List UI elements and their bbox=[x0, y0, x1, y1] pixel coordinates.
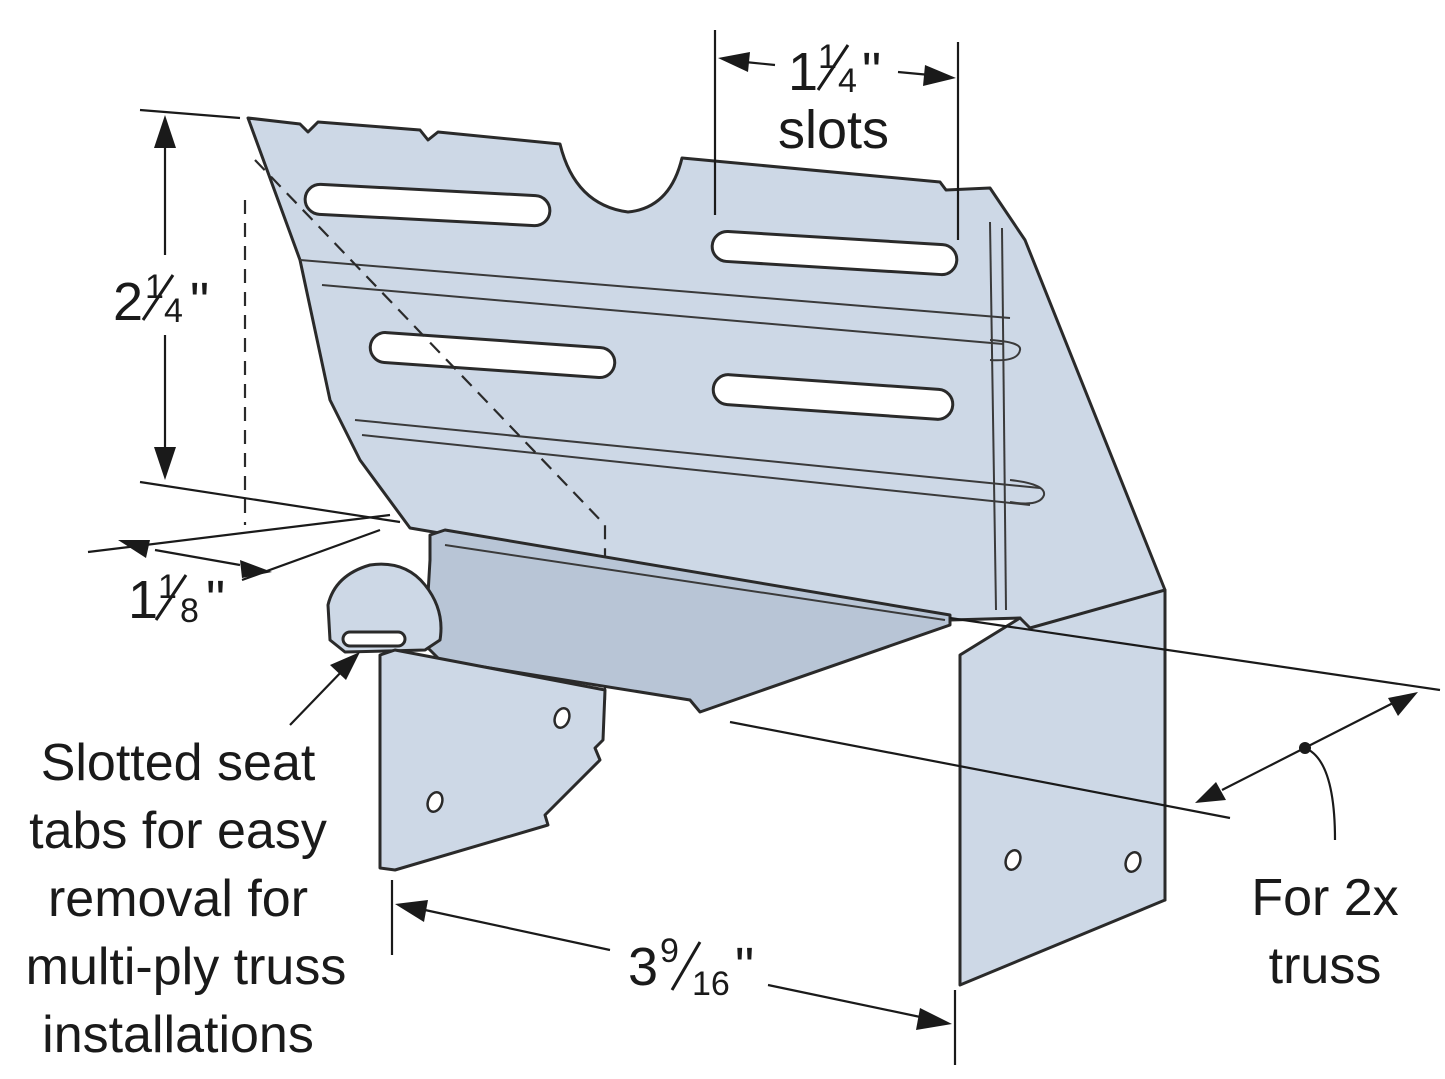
svg-text:installations: installations bbox=[42, 1006, 314, 1064]
slots-label: slots bbox=[778, 100, 889, 160]
svg-text:9: 9 bbox=[660, 932, 679, 970]
arrow-pointer bbox=[330, 652, 360, 680]
seat-tabs-callout: Slotted seat tabs for easy removal for m… bbox=[26, 734, 347, 1064]
nail-hole bbox=[426, 791, 444, 813]
leader-line bbox=[1304, 746, 1337, 841]
slot-upper-right bbox=[710, 229, 959, 277]
svg-text:4: 4 bbox=[838, 62, 857, 100]
seat-tab bbox=[326, 562, 443, 654]
svg-text:multi-ply truss: multi-ply truss bbox=[26, 938, 347, 996]
svg-text:": " bbox=[206, 570, 225, 630]
svg-text:1: 1 bbox=[818, 38, 837, 76]
svg-text:1: 1 bbox=[788, 42, 818, 102]
svg-text:": " bbox=[862, 42, 881, 102]
svg-text:": " bbox=[735, 937, 754, 997]
svg-text:16: 16 bbox=[692, 965, 730, 1003]
svg-text:Slotted seat: Slotted seat bbox=[41, 734, 316, 792]
arrow-left bbox=[718, 52, 750, 72]
dim-slot-width: 1 1 4 " bbox=[788, 38, 881, 102]
svg-text:2: 2 bbox=[113, 272, 143, 332]
svg-text:removal for: removal for bbox=[48, 870, 308, 928]
svg-text:1: 1 bbox=[128, 570, 158, 630]
slot-upper-left bbox=[303, 182, 552, 228]
svg-text:For 2x: For 2x bbox=[1251, 869, 1398, 927]
arrow-right bbox=[923, 65, 956, 86]
svg-text:4: 4 bbox=[164, 292, 183, 330]
left-flange bbox=[378, 648, 607, 872]
arrow-left bbox=[118, 540, 150, 558]
svg-text:": " bbox=[190, 272, 209, 332]
arrow-up bbox=[154, 115, 176, 148]
svg-text:8: 8 bbox=[180, 592, 199, 630]
svg-text:truss: truss bbox=[1269, 937, 1382, 995]
leader-line bbox=[289, 667, 346, 726]
dim-seat-width: 1 1 8 " bbox=[128, 568, 225, 630]
nail-hole bbox=[1004, 849, 1022, 871]
right-flange bbox=[958, 588, 1167, 987]
nail-hole bbox=[1124, 851, 1142, 873]
svg-text:tabs for easy: tabs for easy bbox=[29, 802, 327, 860]
arrow-up bbox=[1388, 692, 1418, 716]
fold-line bbox=[299, 259, 1011, 319]
arrow-down bbox=[1195, 782, 1226, 803]
arrow-right bbox=[240, 560, 272, 578]
arrow-down bbox=[154, 447, 176, 480]
dim-height: 2 1 4 " bbox=[113, 268, 209, 332]
dim-depth: 3 9 16 " bbox=[628, 932, 754, 1003]
truss-callout: For 2x truss bbox=[1251, 869, 1398, 995]
seat-tab-slot bbox=[341, 630, 407, 648]
nail-hole bbox=[553, 707, 571, 729]
svg-text:3: 3 bbox=[628, 937, 658, 997]
arrow-left bbox=[395, 900, 428, 922]
slot-lower-right bbox=[711, 373, 955, 421]
arrow-right bbox=[916, 1008, 952, 1030]
